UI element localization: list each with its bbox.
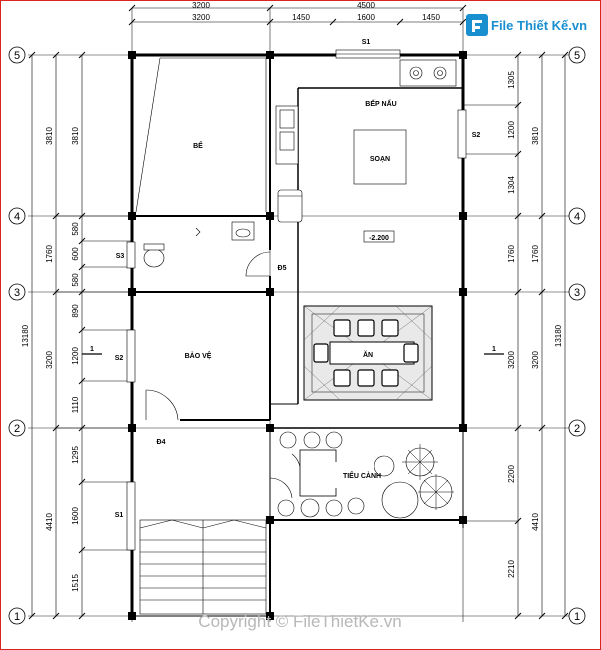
dining-chairs [313,319,419,387]
dim-top-overall-left: 3200 [192,1,210,10]
axis-left-5: 5 [14,50,20,62]
level-tag [363,230,395,243]
dim-top-seg2: 1450 [292,13,310,22]
dim-top-seg4: 1450 [422,13,440,22]
label-s2-right: S2 [472,132,481,139]
dim-right-inner-2: 1200 [507,121,516,139]
dim-left-inner-6: 1200 [71,347,80,365]
dim-left-inner-9: 1600 [71,507,80,525]
grid-lines [28,8,570,622]
dim-top-seg1: 3200 [192,13,210,22]
dim-left-inner-1: 3810 [71,127,80,145]
label-s2-left: S2 [115,355,124,362]
window-s2-right [457,109,467,159]
axis-right-2: 2 [574,423,580,435]
window-s3-left [126,241,136,269]
axis-left-4: 4 [14,211,20,223]
fridge-icon [277,189,303,223]
dim-right-outer-4: 4410 [531,513,540,531]
label-s3-left: S3 [116,253,125,260]
label-s1-left: S1 [115,512,124,519]
dim-right-overall: 13180 [554,324,563,347]
label-s1-top: S1 [362,39,371,46]
dim-left-inner-8: 1295 [71,446,80,464]
cooktop-icon [399,59,457,87]
dim-right-inner-1: 1305 [507,71,516,89]
axis-left-1: 1 [14,611,20,623]
doors [145,251,301,499]
wc-fixtures [143,221,255,268]
windows [126,49,467,551]
right-dimensions: 1305 1200 1304 1760 3200 2200 2210 3810 … [463,51,569,620]
dim-left-inner-7: 1110 [71,396,80,413]
axis-right-3: 3 [574,287,580,299]
dining-area [303,305,433,401]
dim-right-inner-7: 2210 [507,560,516,578]
window-s2-left [126,329,136,383]
dim-left-outer-2: 1760 [45,245,54,263]
stair [139,519,267,615]
room-label-bao-ve: BẢO VỆ [185,351,212,360]
dim-right-inner-5: 3200 [507,351,516,369]
dim-right-inner-4: 1760 [507,245,516,263]
dim-right-inner-6: 2200 [507,465,516,483]
dim-right-outer-1: 3810 [531,127,540,145]
top-dimensions: 3200 4500 3200 1450 1600 1450 [128,1,467,26]
room-label-bep-nau: BẾP NẤU [365,98,396,108]
door-d5 [245,251,271,277]
axis-right-4: 4 [574,211,580,223]
brand-logo: File Thiết Kế.vn [466,14,587,36]
dim-left-inner-3: 600 [71,247,80,261]
dim-top-overall-right: 4500 [357,1,375,10]
dim-right-outer-2: 1760 [531,245,540,263]
dim-right-outer-3: 3200 [531,351,540,369]
dim-left-overall: 13180 [21,324,30,347]
left-dimensions: 13180 3810 1760 3200 4410 3810 580 600 5… [21,51,132,620]
room-label-soan: SOẠN [370,156,390,163]
dim-left-outer-1: 3810 [45,127,54,145]
dim-left-inner-2: 580 [71,222,80,236]
dim-top-seg3: 1600 [357,13,375,22]
watermark: Copyright © FileThietKe.vn [198,612,401,631]
dim-left-outer-4: 4410 [45,513,54,531]
kitchen-fixtures [275,59,457,223]
tank [135,57,267,213]
axis-left-2: 2 [14,423,20,435]
dim-left-inner-4: 580 [71,273,80,287]
window-s1-left [126,481,136,551]
door-d4 [145,389,179,421]
section-mark-right: 1 [492,346,496,353]
garden [277,431,454,519]
axis-right-1: 1 [574,611,580,623]
room-label-be: BỂ [193,141,203,150]
section-marks: 1 1 [82,346,504,355]
dim-right-inner-3: 1304 [507,176,516,194]
room-label-tieu-canh: TIỂU CẢNH [343,471,381,480]
columns [128,51,467,620]
axis-left-3: 3 [14,287,20,299]
dim-left-inner-5: 890 [71,304,80,318]
prep-counter [353,129,407,185]
grid-axis-markers: 5 4 3 2 1 5 4 3 2 1 [8,46,586,625]
dim-left-outer-3: 3200 [45,351,54,369]
brand-name: File Thiết Kế.vn [491,18,587,33]
label-d5: Đ5 [278,265,287,272]
section-mark-left: 1 [90,346,94,353]
axis-right-5: 5 [574,50,580,62]
dim-left-inner-10: 1515 [71,574,80,592]
level-value: -2.200 [369,235,389,242]
room-label-an: ĂN [363,350,373,359]
toilet-icon [143,248,165,268]
label-d4: Đ4 [157,439,166,446]
brand-logo-icon [466,14,488,36]
